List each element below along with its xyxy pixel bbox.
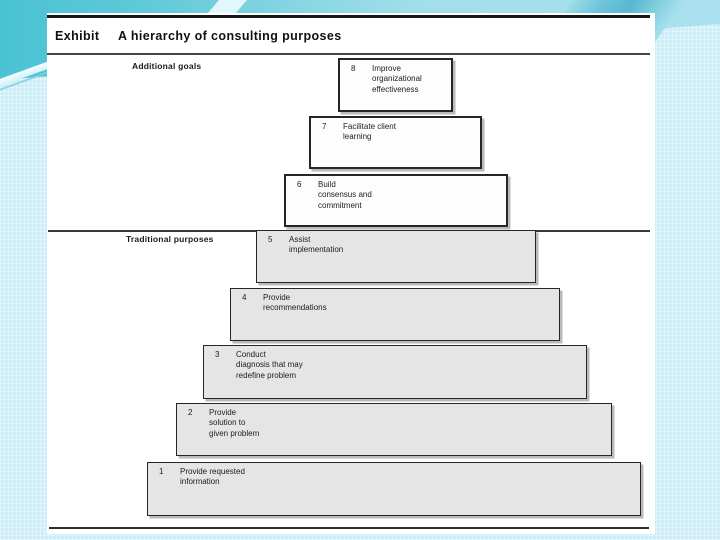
level-number: 5 xyxy=(268,235,273,244)
bottom-rule xyxy=(49,527,649,529)
level-box-1: 1 Provide requested information xyxy=(147,462,641,516)
traditional-purposes-label: Traditional purposes xyxy=(126,234,214,244)
level-box-3: 3 Conduct diagnosis that may redefine pr… xyxy=(203,345,587,399)
level-text: Assist implementation xyxy=(289,235,344,255)
level-text: Conduct diagnosis that may redefine prob… xyxy=(236,350,303,380)
level-number: 1 xyxy=(159,467,164,476)
exhibit-label: Exhibit xyxy=(55,29,100,43)
level-text: Build consensus and commitment xyxy=(318,180,372,210)
level-number: 7 xyxy=(322,122,327,131)
level-number: 2 xyxy=(188,408,193,417)
additional-goals-label: Additional goals xyxy=(132,61,202,71)
level-box-7: 7 Facilitate client learning xyxy=(309,116,482,169)
level-box-6: 6 Build consensus and commitment xyxy=(284,174,508,227)
level-number: 3 xyxy=(215,350,220,359)
level-box-2: 2 Provide solution to given problem xyxy=(176,403,612,456)
title-rule xyxy=(47,53,650,55)
level-number: 8 xyxy=(351,64,356,73)
level-box-5: 5 Assist implementation xyxy=(256,230,536,283)
level-text: Improve organizational effectiveness xyxy=(372,64,422,94)
level-box-8: 8 Improve organizational effectiveness xyxy=(338,58,453,112)
exhibit-title: A hierarchy of consulting purposes xyxy=(118,29,342,43)
level-box-4: 4 Provide recommendations xyxy=(230,288,560,341)
top-rule xyxy=(47,15,650,18)
level-number: 6 xyxy=(297,180,302,189)
level-text: Facilitate client learning xyxy=(343,122,396,142)
level-text: Provide recommendations xyxy=(263,293,327,313)
exhibit-panel: Exhibit A hierarchy of consulting purpos… xyxy=(47,13,655,534)
level-text: Provide requested information xyxy=(180,467,245,487)
level-number: 4 xyxy=(242,293,247,302)
level-text: Provide solution to given problem xyxy=(209,408,260,438)
